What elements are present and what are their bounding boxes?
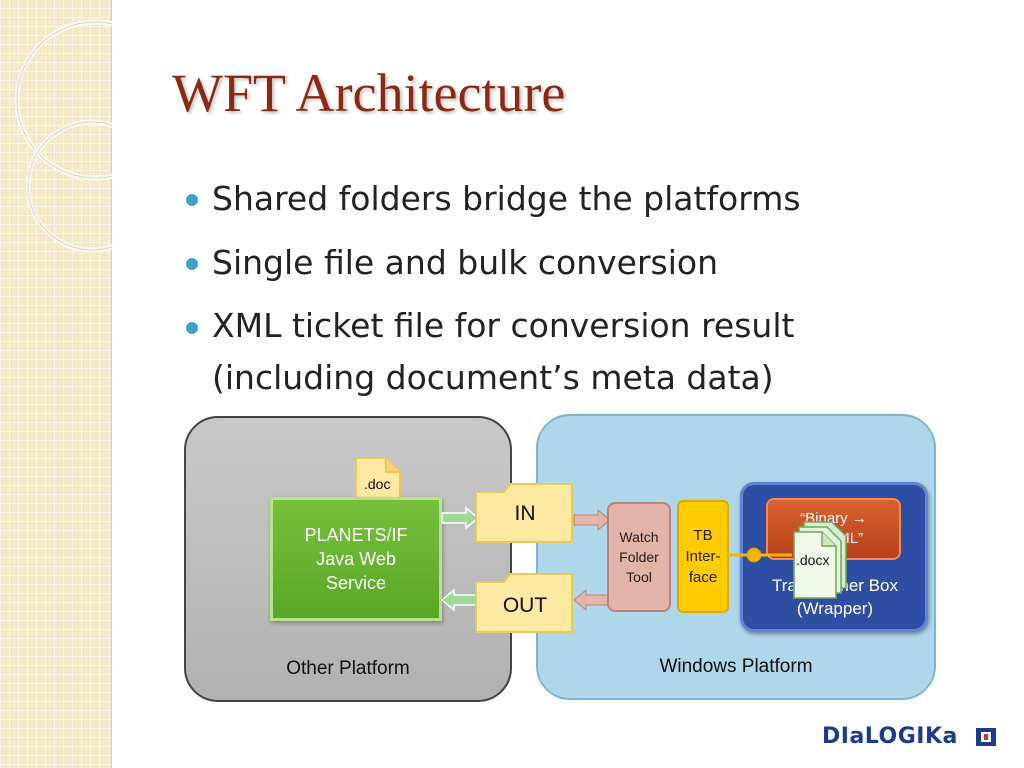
in-folder-label: IN xyxy=(514,502,536,525)
company-logo: DIaLOGIKa xyxy=(822,724,958,749)
docx-file-label: .docx xyxy=(796,552,830,568)
tb-line: Inter- xyxy=(685,548,721,565)
tb-line: face xyxy=(688,569,718,586)
tb-line: TB xyxy=(693,527,713,544)
bullet-list: Shared folders bridge the platforms Sing… xyxy=(184,172,1004,415)
decorative-left-strip xyxy=(0,0,112,768)
watch-line: Watch xyxy=(619,529,659,545)
out-folder-label: OUT xyxy=(502,594,548,617)
arrow-right-icon xyxy=(441,506,480,530)
out-folder-icon xyxy=(475,573,573,633)
doc-file-label: .doc xyxy=(364,476,391,492)
bullet-line: XML ticket file for conversion result xyxy=(212,306,795,345)
decorative-rings xyxy=(14,19,112,253)
other-platform-label: Other Platform xyxy=(286,658,410,679)
in-folder-icon xyxy=(475,483,573,543)
watch-line: Tool xyxy=(626,569,652,585)
watch-folder-tool-box: Watch Folder Tool xyxy=(607,502,671,612)
arrow-right-icon xyxy=(573,508,611,532)
windows-platform-label: Windows Platform xyxy=(659,656,813,677)
planets-line: Service xyxy=(325,573,387,593)
logo-mark-icon xyxy=(976,728,996,746)
bullet-item: Shared folders bridge the platforms xyxy=(184,172,1004,225)
bullet-item: Single file and bulk conversion xyxy=(184,236,1004,289)
watch-line: Folder xyxy=(619,549,659,565)
tb-interface-box: TB Inter- face xyxy=(677,500,729,613)
planets-line: Java Web xyxy=(316,549,396,569)
tbox-line: (Wrapper) xyxy=(796,599,874,618)
connector-icon xyxy=(728,547,792,563)
planets-service-box: PLANETS/IF Java Web Service xyxy=(270,497,442,621)
bullet-item: XML ticket file for conversion result (i… xyxy=(184,300,1004,404)
planets-line: PLANETS/IF xyxy=(304,525,408,545)
arrow-left-icon xyxy=(440,588,479,612)
slide-title: WFT Architecture xyxy=(172,63,566,123)
arrow-left-icon xyxy=(573,588,611,612)
bullet-line: (including document’s meta data) xyxy=(212,358,774,397)
docx-file-stack-icon xyxy=(793,521,847,599)
